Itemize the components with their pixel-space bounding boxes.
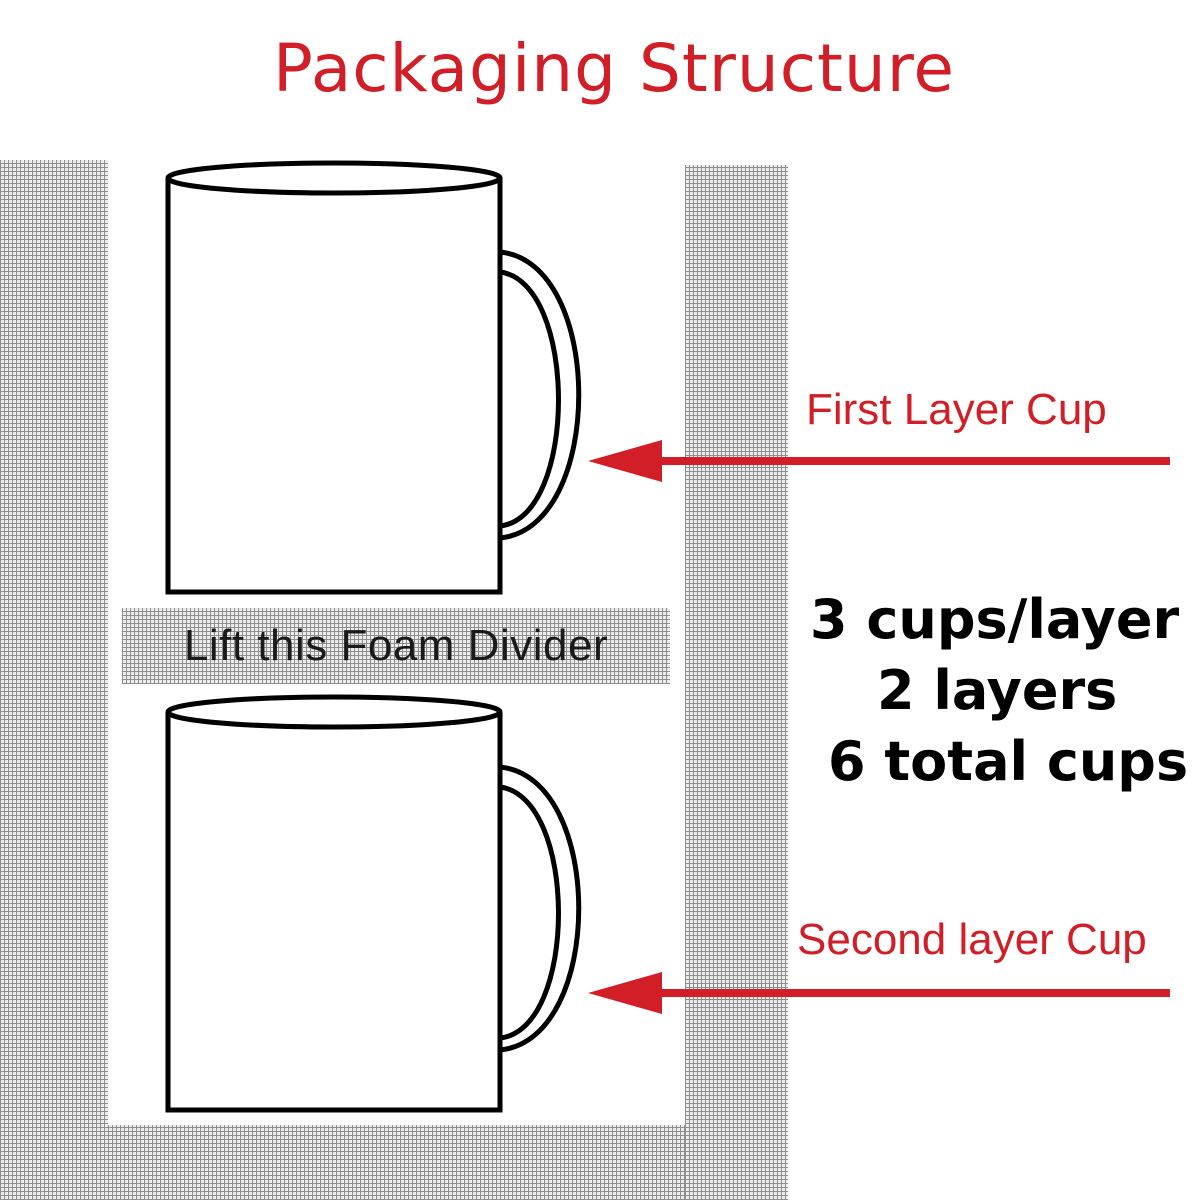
arrow-left-icon xyxy=(588,440,1170,482)
summary-layers: 2 layers xyxy=(877,659,1118,722)
page-title: Packaging Structure xyxy=(272,30,956,107)
foam-base xyxy=(108,1125,685,1200)
summary-cups-per-layer: 3 cups/layer xyxy=(810,588,1180,651)
foam-divider-label: Lift this Foam Divider xyxy=(183,621,609,670)
mug-icon xyxy=(165,694,582,1113)
second-layer-label: Second layer Cup xyxy=(797,915,1147,964)
foam-divider xyxy=(122,608,670,684)
arrow-left-icon xyxy=(588,972,1170,1014)
packaging-summary: 3 cups/layer 2 layers 6 total cups xyxy=(800,584,1200,797)
mug-icon xyxy=(165,160,582,595)
first-layer-label: First Layer Cup xyxy=(806,385,1107,434)
foam-wall-right xyxy=(685,165,788,1200)
foam-wall-left xyxy=(0,160,108,1200)
summary-total-cups: 6 total cups xyxy=(828,730,1189,793)
